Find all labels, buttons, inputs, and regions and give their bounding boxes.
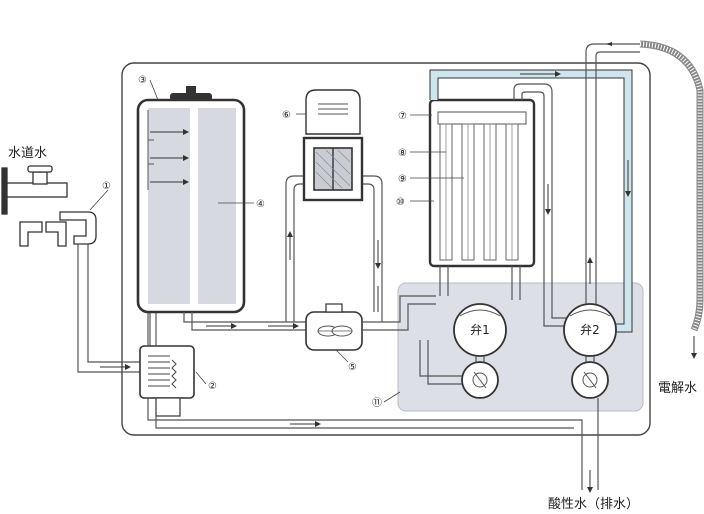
inlet-pipe	[77, 244, 142, 373]
acidic-water-label: 酸性水（排水）	[548, 497, 639, 512]
valve-2: 弁2	[563, 303, 617, 357]
flow-sensor-unit	[139, 345, 195, 417]
lower-pump-2	[571, 361, 609, 399]
callout-1: ①	[102, 181, 111, 192]
callout-7: ⑦	[398, 111, 407, 122]
lower-pump-1	[461, 361, 499, 399]
electrolytic-cell	[428, 98, 536, 268]
callout-10: ⑩	[396, 197, 405, 208]
callout-9: ⑨	[398, 174, 407, 185]
callout-4: ④	[256, 199, 265, 210]
tap-water-label: 水道水	[8, 146, 47, 161]
alkaline-water-pipe	[429, 69, 633, 333]
outlet-hose	[585, 40, 704, 332]
callout-8: ⑧	[398, 148, 407, 159]
valve-2-label: 弁2	[580, 322, 600, 337]
callout-2: ②	[208, 381, 217, 392]
additive-cartridge	[302, 89, 364, 202]
electrolyzed-water-label: 電解水	[658, 381, 697, 396]
callout-11: ⑪	[372, 397, 382, 409]
faucet-icon	[1, 165, 97, 247]
callout-3: ③	[138, 75, 147, 86]
valve-1: 弁1	[453, 303, 507, 357]
filter-cartridge	[136, 86, 246, 346]
pump-unit	[305, 303, 363, 351]
valve-1-label: 弁1	[470, 322, 490, 337]
callout-6: ⑥	[282, 110, 291, 121]
callout-5: ⑤	[348, 362, 357, 373]
